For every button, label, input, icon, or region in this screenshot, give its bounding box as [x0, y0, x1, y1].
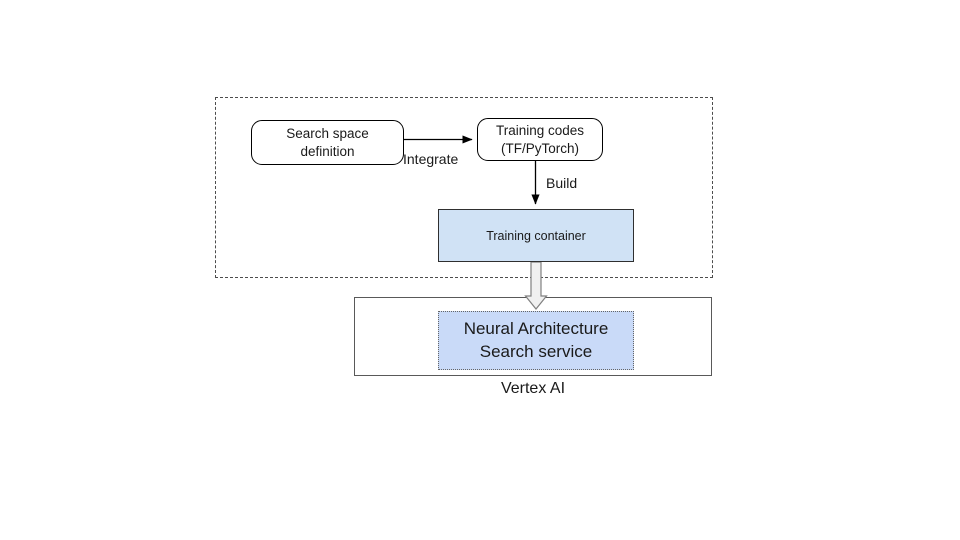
node-label-line-2: Search service — [479, 341, 593, 361]
node-label-line-1: Search space — [286, 125, 369, 141]
node-label: Search space definition — [286, 125, 369, 161]
node-label-line-2: definition — [300, 143, 355, 159]
node-label: Neural Architecture Search service — [464, 318, 609, 362]
node-training-container[interactable]: Training container — [438, 209, 634, 262]
node-label-line-1: Neural Architecture — [463, 319, 609, 339]
edge-label-build: Build — [546, 175, 578, 191]
node-label-line-1: Training codes — [495, 122, 585, 138]
node-neural-architecture-search-service[interactable]: Neural Architecture Search service — [438, 311, 634, 370]
user-side-dashed-group — [215, 97, 713, 278]
vertex-ai-caption: Vertex AI — [500, 380, 566, 397]
node-label-line-2: (TF/PyTorch) — [500, 140, 579, 156]
node-label: Training codes (TF/PyTorch) — [496, 122, 584, 158]
node-training-codes[interactable]: Training codes (TF/PyTorch) — [477, 118, 603, 161]
edge-label-integrate: Integrate — [403, 151, 459, 167]
node-label: Training container — [486, 228, 586, 243]
node-search-space-definition[interactable]: Search space definition — [251, 120, 404, 165]
